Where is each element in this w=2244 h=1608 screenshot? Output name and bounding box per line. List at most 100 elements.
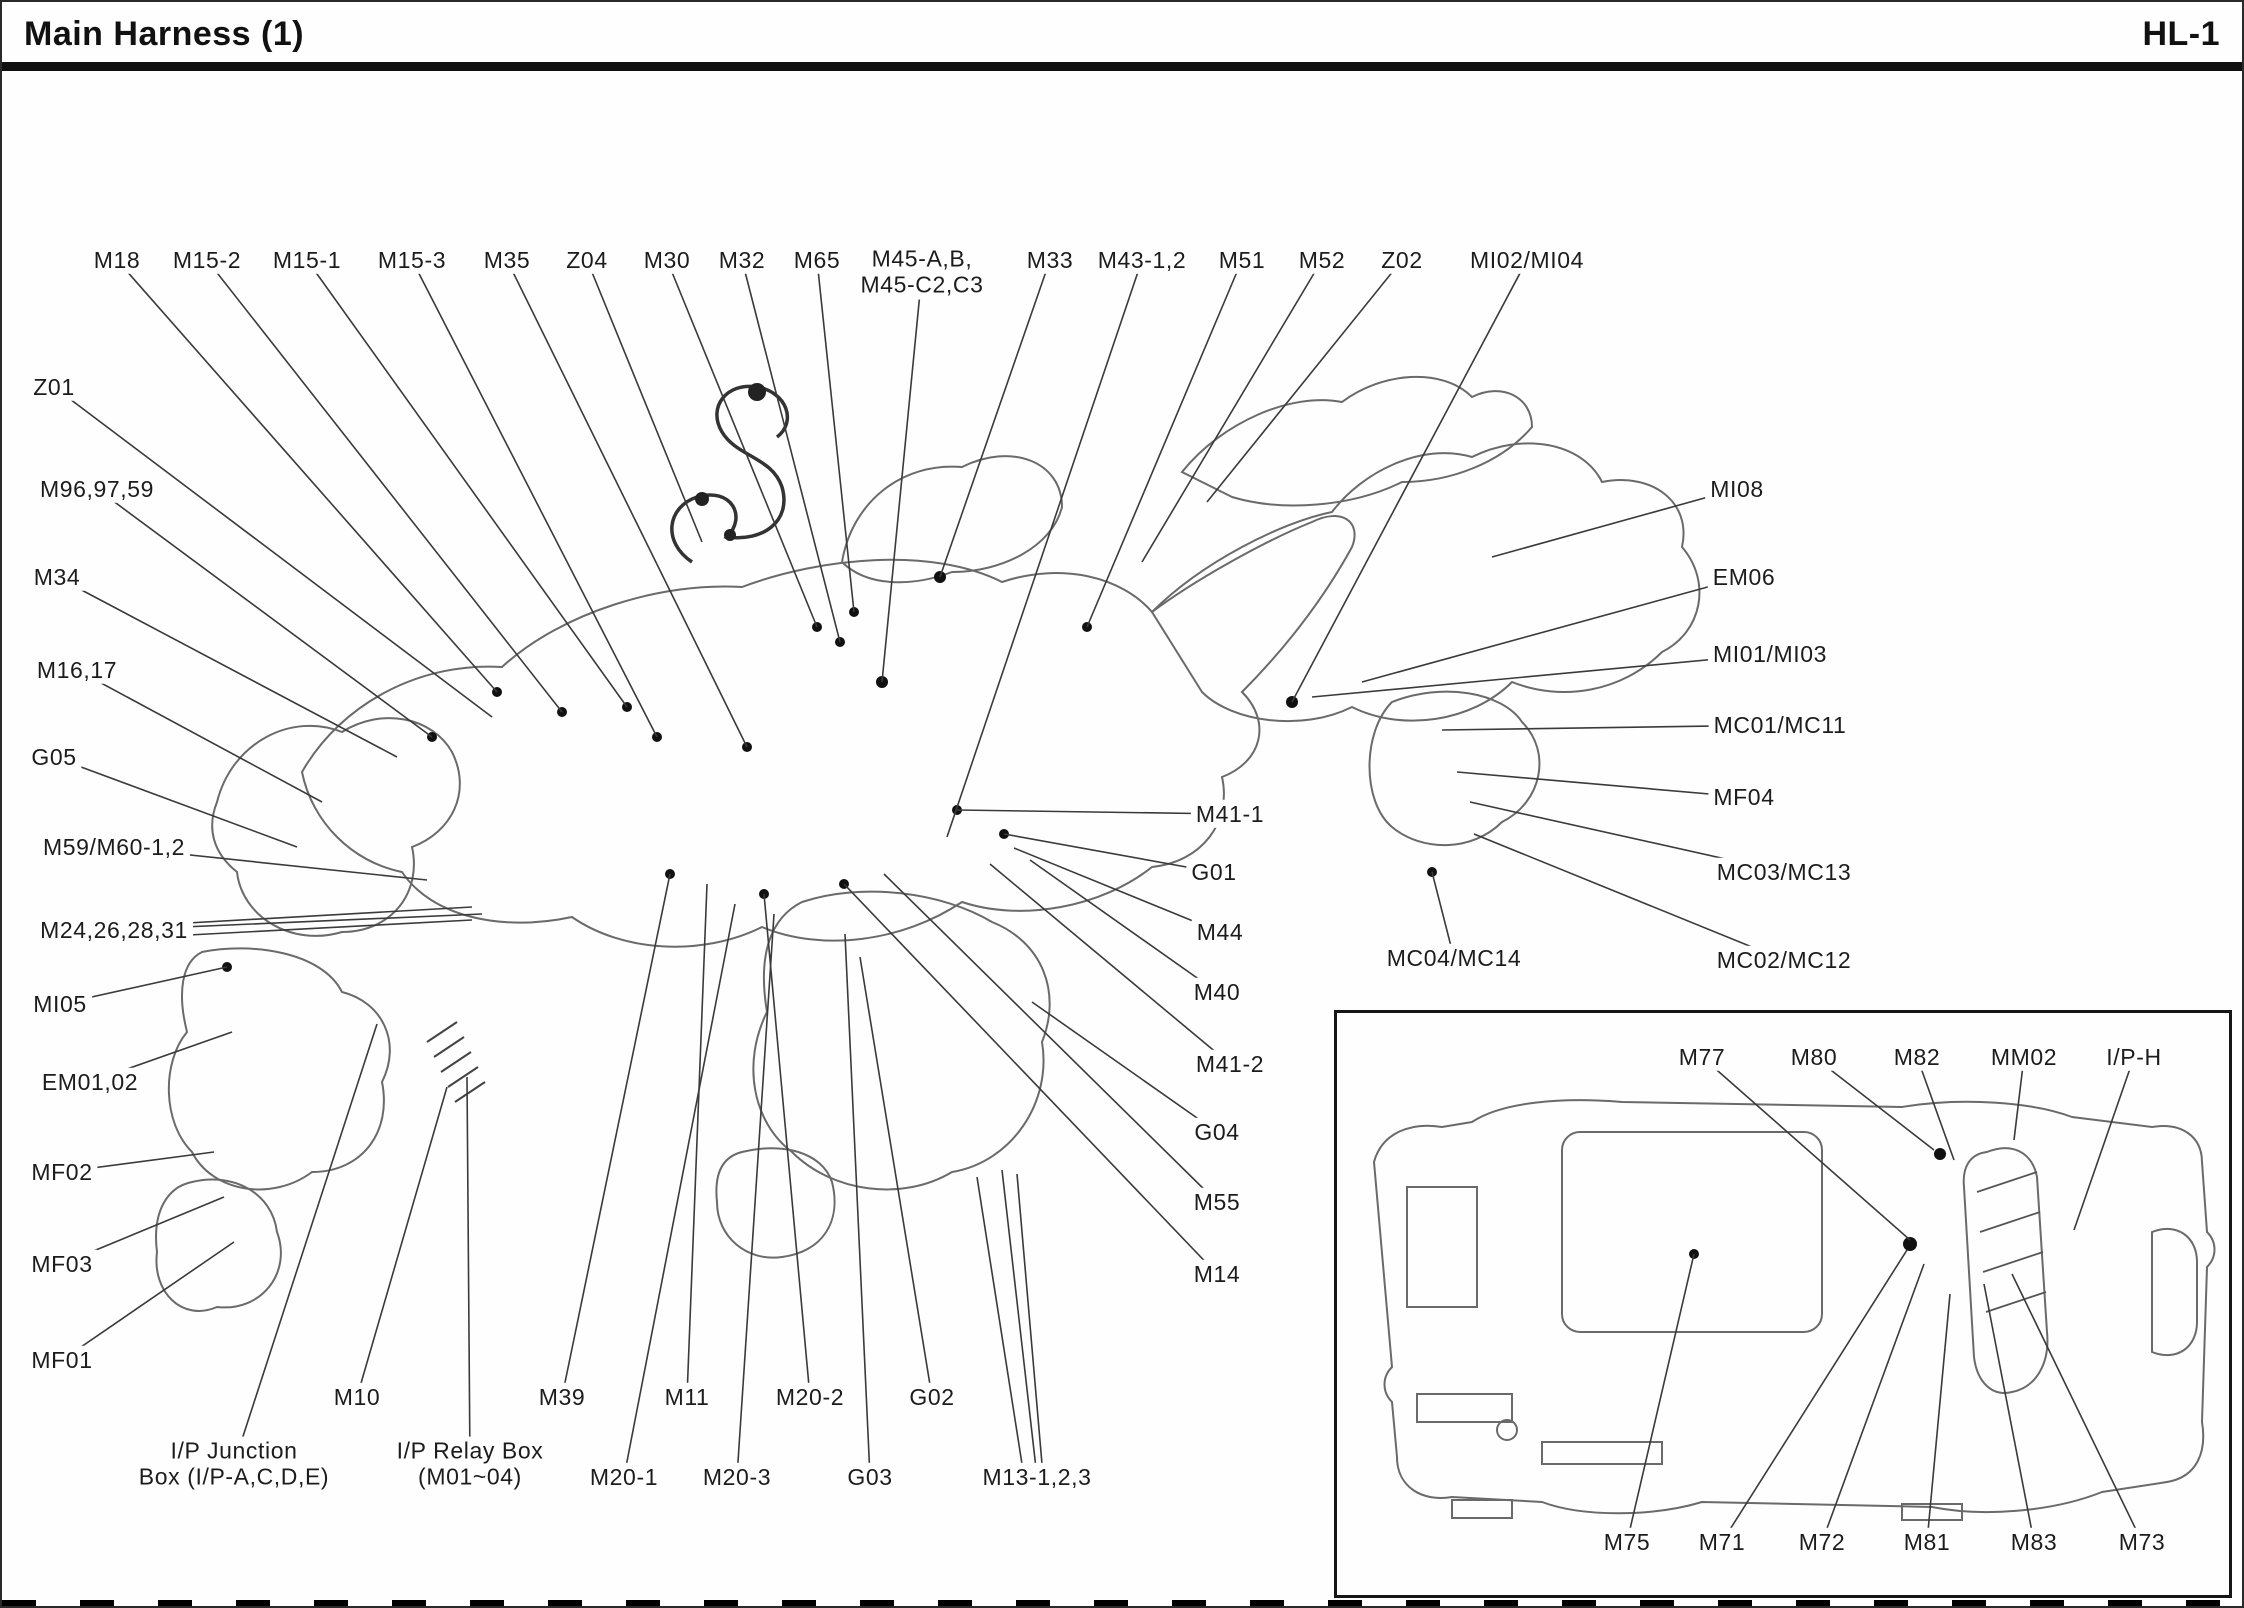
inset-panel (1334, 1010, 2232, 1598)
leader-line (356, 1086, 448, 1398)
harness-label-m45-a-b-m45-c2-c3: M45-A,B, M45-C2,C3 (855, 244, 989, 300)
leader-line (1926, 1293, 1951, 1543)
leader-line (2011, 1273, 2143, 1543)
header-rule (2, 62, 2242, 71)
harness-label-g05: G05 (26, 742, 82, 772)
harness-label-m51: M51 (1213, 245, 1271, 275)
harness-label-m15-1: M15-1 (267, 245, 347, 275)
harness-label-i-p-junction-box-i-p-a-c-d-e-: I/P Junction Box (I/P-A,C,D,E) (133, 1436, 335, 1492)
leader-line (1013, 847, 1221, 933)
harness-label-m39: M39 (533, 1382, 591, 1412)
leader-line (1003, 833, 1215, 873)
harness-label-z04: Z04 (561, 245, 613, 275)
scan-artifact-edge (2, 1600, 2242, 1606)
harness-label-m80: M80 (1785, 1042, 1843, 1072)
harness-label-m81: M81 (1898, 1527, 1956, 1557)
leader-line (561, 873, 671, 1398)
leader-line (844, 933, 871, 1478)
harness-label-m11: M11 (659, 1382, 715, 1412)
leader-line (1983, 1283, 2035, 1543)
harness-label-m82: M82 (1888, 1042, 1946, 1072)
leader-line (233, 1023, 378, 1465)
leader-line (1431, 871, 1455, 959)
leader-line (586, 259, 703, 543)
harness-label-mm02: MM02 (1985, 1042, 2063, 1072)
leader-line (623, 903, 736, 1478)
harness-label-m18: M18 (88, 245, 146, 275)
harness-label-m20-3: M20-3 (697, 1462, 777, 1492)
leader-line (1456, 771, 1745, 798)
page-header: Main Harness (1) HL-1 (2, 2, 2242, 62)
leader-line (1813, 1056, 1935, 1151)
harness-label-m33: M33 (1021, 245, 1079, 275)
leader-line (763, 893, 811, 1398)
leader-line (466, 1076, 471, 1465)
harness-label-m96-97-59: M96,97,59 (34, 474, 160, 504)
leader-line (1031, 1001, 1218, 1133)
harness-label-mf01: MF01 (26, 1345, 98, 1375)
leader-line (883, 873, 1218, 1203)
harness-label-g03: G03 (842, 1462, 898, 1492)
harness-label-mf03: MF03 (26, 1249, 98, 1279)
harness-label-mf02: MF02 (26, 1157, 98, 1187)
harness-label-g04: G04 (1189, 1117, 1245, 1147)
harness-label-m55: M55 (1188, 1187, 1246, 1217)
leader-line (1311, 653, 1771, 698)
leader-line (96, 488, 433, 738)
harness-label-m41-2: M41-2 (1190, 1049, 1270, 1079)
harness-label-m71: M71 (1693, 1527, 1751, 1557)
leader-line (1916, 1056, 1955, 1161)
harness-label-m83: M83 (2005, 1527, 2063, 1557)
leader-line (306, 259, 628, 708)
harness-label-m75: M75 (1598, 1527, 1656, 1557)
leader-line (859, 956, 933, 1398)
harness-label-i-p-h: I/P-H (2101, 1042, 2167, 1072)
harness-label-mc03-mc13: MC03/MC13 (1711, 857, 1857, 887)
harness-label-m43-1-2: M43-1,2 (1092, 245, 1192, 275)
harness-label-m20-1: M20-1 (584, 1462, 664, 1492)
harness-label-mi02-mi04: MI02/MI04 (1464, 245, 1590, 275)
leader-line (946, 259, 1143, 838)
leader-line (206, 259, 563, 713)
harness-label-m41-1: M41-1 (1190, 799, 1270, 829)
leader-line (686, 883, 708, 1398)
harness-label-z01: Z01 (28, 372, 80, 402)
harness-label-mc01-mc11: MC01/MC11 (1708, 710, 1852, 740)
harness-label-m20-2: M20-2 (770, 1382, 850, 1412)
harness-label-m73: M73 (2113, 1527, 2171, 1557)
leader-line (76, 669, 323, 803)
harness-label-m24-26-28-31: M24,26,28,31 (35, 915, 193, 945)
harness-label-em06: EM06 (1707, 562, 1781, 592)
leader-line (61, 1241, 235, 1361)
harness-label-mi01-mi03: MI01/MI03 (1707, 639, 1833, 669)
harness-label-m32: M32 (713, 245, 771, 275)
harness-label-m72: M72 (1793, 1527, 1851, 1557)
leader-line (666, 259, 818, 628)
harness-label-m35: M35 (478, 245, 536, 275)
leader-line (1001, 1169, 1038, 1478)
harness-label-g01: G01 (1186, 857, 1242, 887)
leader-line (1721, 1249, 1908, 1543)
harness-label-m10: M10 (328, 1382, 386, 1412)
harness-label-m15-2: M15-2 (167, 245, 247, 275)
harness-label-m65: M65 (788, 245, 846, 275)
leader-line (56, 576, 398, 758)
harness-label-mc04-mc14: MC04/MC14 (1381, 943, 1527, 973)
leader-line (1473, 833, 1785, 961)
harness-label-mc02-mc12: MC02/MC12 (1711, 945, 1857, 975)
leader-line (1821, 1263, 1925, 1543)
leader-line (116, 259, 498, 693)
leader-line (956, 809, 1231, 815)
leader-line (939, 259, 1051, 578)
harness-label-m52: M52 (1293, 245, 1351, 275)
leader-line (506, 259, 748, 748)
harness-label-m16-17: M16,17 (31, 655, 123, 685)
harness-label-m34: M34 (28, 562, 86, 592)
harness-label-g02: G02 (904, 1382, 960, 1412)
leader-line (1701, 1056, 1911, 1241)
leader-line (1141, 259, 1323, 563)
leader-line (1086, 259, 1243, 628)
harness-label-em01-02: EM01,02 (36, 1067, 144, 1097)
